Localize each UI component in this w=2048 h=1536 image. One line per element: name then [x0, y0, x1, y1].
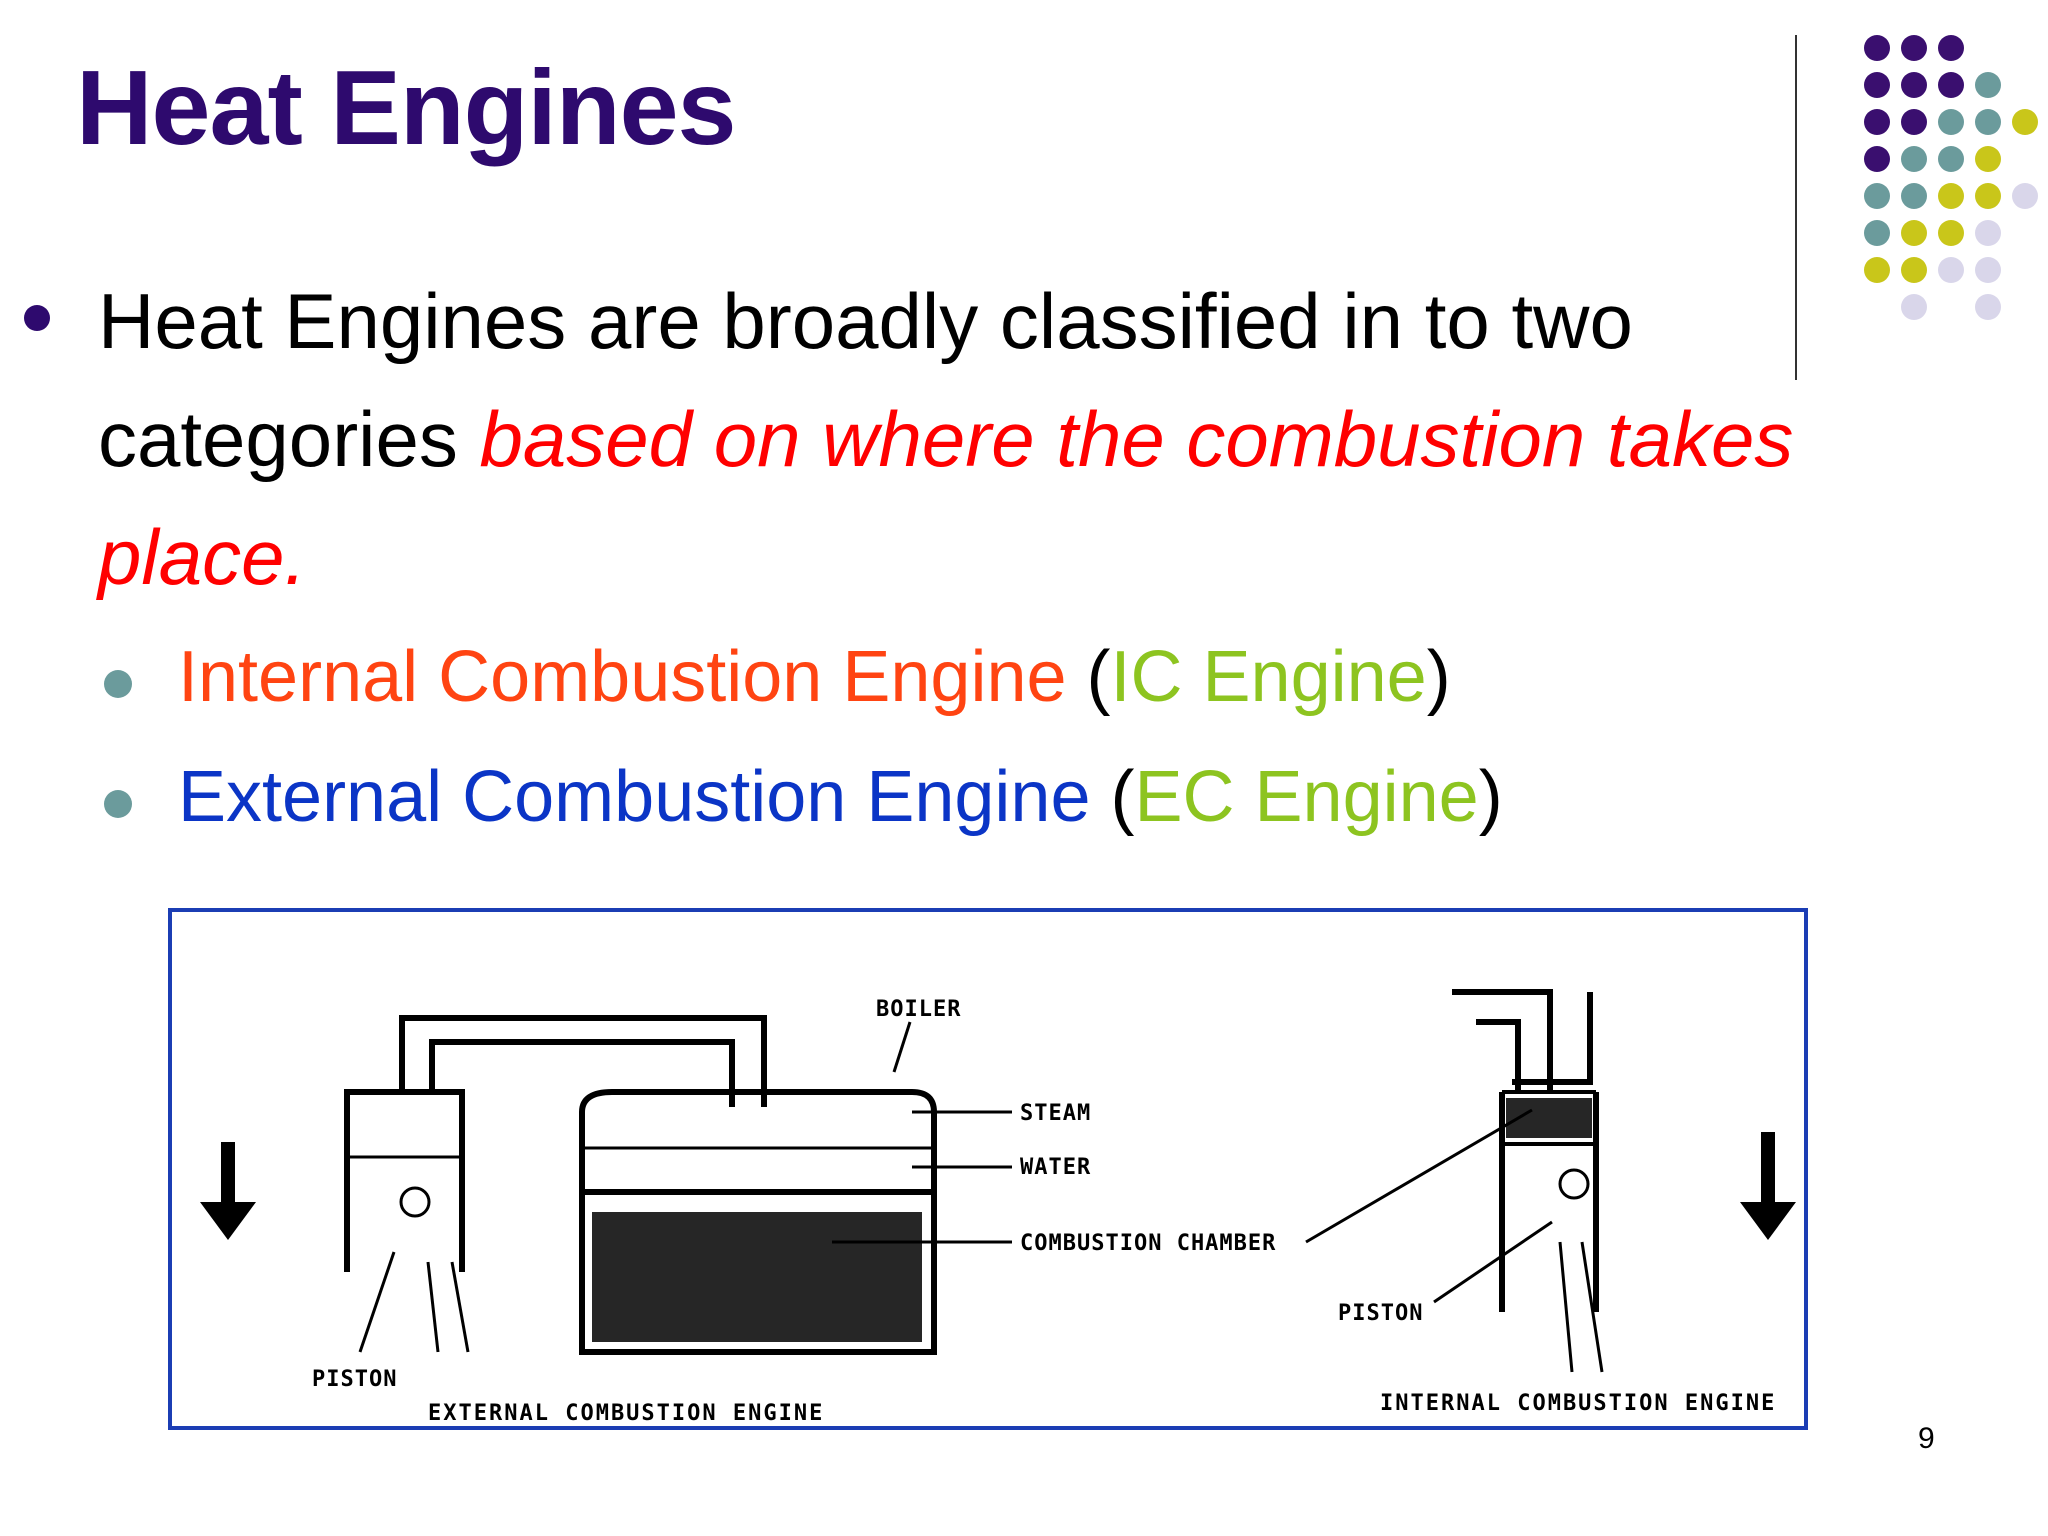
main-bullet-emphasis: based on where the combustion takes plac…	[98, 395, 1794, 601]
decorative-dot	[1901, 146, 1927, 172]
decorative-dot	[1864, 183, 1890, 209]
caption-internal: INTERNAL COMBUSTION ENGINE	[1380, 1391, 1776, 1416]
decorative-dot	[1938, 35, 1964, 61]
decorative-dot	[1975, 257, 2001, 283]
decorative-dot-grid	[1864, 35, 2038, 320]
decorative-dot	[1864, 35, 1890, 61]
decorative-dot	[1975, 294, 2001, 320]
decorative-dot	[1975, 109, 2001, 135]
decorative-dot	[1975, 146, 2001, 172]
ic-open-paren: (	[1066, 637, 1111, 717]
decorative-dot	[1901, 72, 1927, 98]
decorative-dot	[1901, 35, 1927, 61]
decorative-dot	[1975, 183, 2001, 209]
decorative-dot	[1901, 220, 1927, 246]
label-piston-left: PISTON	[312, 1367, 397, 1392]
ec-engine-name: External Combustion Engine	[178, 757, 1091, 837]
label-boiler: BOILER	[876, 997, 961, 1022]
label-steam: STEAM	[1020, 1101, 1091, 1126]
decorative-dot	[1938, 72, 1964, 98]
label-piston-right: PISTON	[1338, 1301, 1423, 1326]
sub-bullet-dot	[104, 670, 132, 698]
decorative-dot	[1864, 146, 1890, 172]
engine-diagram: BOILER STEAM WATER COMBUSTION CHAMBER PI…	[200, 989, 1796, 1426]
decorative-dot	[1975, 72, 2001, 98]
ec-close-paren: )	[1478, 757, 1503, 837]
sub-bullet-ic: Internal Combustion Engine (IC Engine)	[178, 632, 1451, 722]
label-combustion-chamber: COMBUSTION CHAMBER	[1020, 1231, 1276, 1256]
decorative-dot	[1938, 257, 1964, 283]
bullet-dot	[24, 305, 50, 331]
decorative-dot	[2012, 183, 2038, 209]
main-bullet-text: Heat Engines are broadly classified in t…	[98, 262, 1998, 616]
decorative-dot	[2012, 109, 2038, 135]
decorative-dot	[1938, 220, 1964, 246]
decorative-dot	[1975, 220, 2001, 246]
ic-close-paren: )	[1426, 637, 1451, 717]
decorative-dot	[1901, 257, 1927, 283]
decorative-dot	[1901, 294, 1927, 320]
decorative-dot	[1938, 146, 1964, 172]
ic-engine-name: Internal Combustion Engine	[178, 637, 1067, 717]
decorative-dot	[1901, 109, 1927, 135]
decorative-dot	[1901, 183, 1927, 209]
decorative-dot	[1864, 109, 1890, 135]
page-number: 9	[1918, 1422, 1935, 1455]
ec-engine-abbr: EC Engine	[1134, 757, 1479, 837]
ic-engine-abbr: IC Engine	[1110, 637, 1427, 717]
caption-external: EXTERNAL COMBUSTION ENGINE	[428, 1401, 824, 1426]
sub-bullet-dot	[104, 790, 132, 818]
decorative-dot	[1938, 109, 1964, 135]
decorative-dot	[1864, 220, 1890, 246]
main-bullet-plain: Heat Engines are broadly classified in t…	[98, 277, 1633, 483]
engine-diagram-frame: BOILER STEAM WATER COMBUSTION CHAMBER PI…	[168, 908, 1808, 1430]
label-water: WATER	[1020, 1155, 1091, 1180]
sub-bullet-ec: External Combustion Engine (EC Engine)	[178, 752, 1503, 842]
decorative-dot	[1864, 72, 1890, 98]
decorative-dot	[1938, 183, 1964, 209]
ec-open-paren: (	[1090, 757, 1135, 837]
decorative-dot	[1864, 257, 1890, 283]
slide-title: Heat Engines	[76, 49, 737, 167]
divider-line	[1795, 35, 1797, 380]
